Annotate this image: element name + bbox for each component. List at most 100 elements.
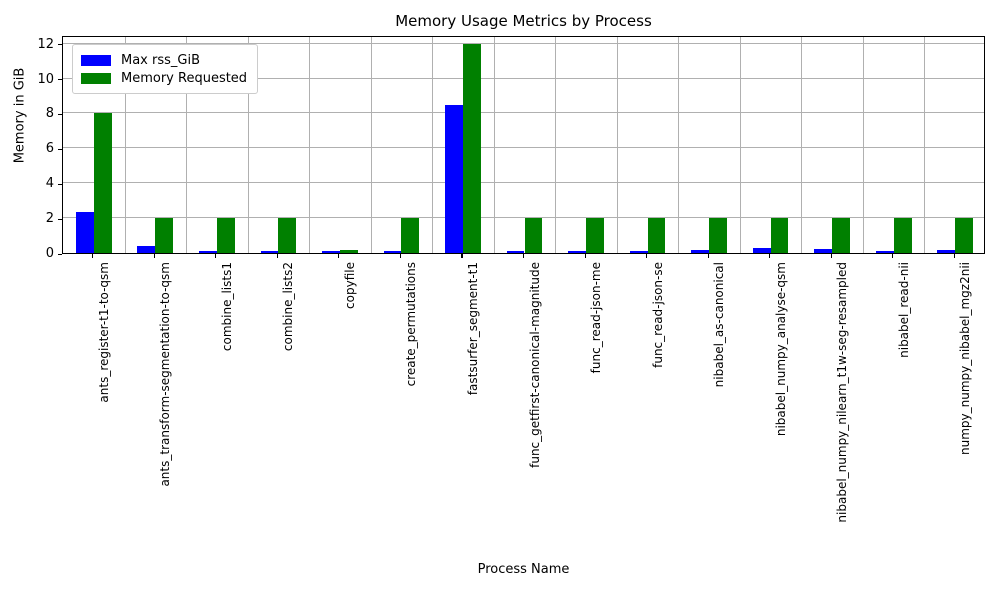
gridline-x-1 [124, 37, 126, 253]
x-tick-label-func_read-json-se: func_read-json-se [650, 262, 665, 368]
x-tick-label-copyfile: copyfile [342, 262, 357, 309]
bar-nibabel_read-nii-memory-requested [893, 218, 912, 253]
x-tick-label-nibabel_as-canonical: nibabel_as-canonical [712, 262, 727, 388]
gridline-y-8 [63, 112, 984, 114]
x-tick-label-nibabel_numpy_nilearn_t1w-seg-resampled: nibabel_numpy_nilearn_t1w-seg-resampled [835, 262, 850, 523]
gridline-x-13 [862, 37, 864, 253]
x-tick-mark-func_read-json-me [584, 254, 586, 258]
bar-nibabel_as-canonical-memory-requested [709, 218, 727, 253]
gridline-x-12 [801, 37, 803, 253]
x-tick-mark-create_permutations [399, 254, 402, 258]
gridline-y-6 [63, 147, 984, 149]
gridline-x-3 [247, 37, 249, 253]
bar-nibabel_read-nii-max-rss_gib [875, 250, 894, 253]
bar-func_read-json-me-memory-requested [586, 218, 604, 253]
y-tick-mark-4 [58, 183, 62, 185]
y-tick-mark-2 [58, 218, 62, 220]
gridline-x-9 [616, 37, 618, 253]
bar-nibabel_numpy_nilearn_t1w-seg-resampled-max-rss_gib [814, 248, 833, 253]
x-tick-mark-nibabel_read-nii [892, 254, 894, 258]
x-tick-label-func_read-json-me: func_read-json-me [589, 262, 604, 374]
bar-create_permutations-max-rss_gib [383, 250, 402, 253]
bar-ants_transform-segmentation-to-qsm-max-rss_gib [137, 245, 156, 253]
bar-func_getfirst-canonical-magnitude-memory-requested [524, 218, 543, 253]
bar-combine_lists2-max-rss_gib [260, 250, 279, 253]
gridline-x-8 [555, 37, 557, 253]
x-axis: ants_register-t1-to-qsm ants_transform-se… [62, 254, 985, 564]
gridline-x-7 [493, 37, 495, 253]
x-tick-label-ants_transform-segmentation-to-qsm: ants_transform-segmentation-to-qsm [158, 262, 173, 487]
bar-fastsurfer_segment-t1-max-rss_gib [445, 104, 463, 253]
bar-copyfile-memory-requested [339, 249, 358, 253]
gridline-x-11 [739, 37, 741, 253]
legend-swatch-icon [81, 72, 111, 84]
x-tick-mark-copyfile [338, 254, 340, 258]
gridline-y-2 [63, 217, 984, 219]
y-tick-label-6: 6 [45, 141, 54, 157]
bar-func_read-json-se-max-rss_gib [629, 250, 648, 253]
y-axis: 0 2 4 6 8 10 12 [0, 36, 1000, 260]
y-tick-mark-10 [58, 79, 62, 81]
x-tick-label-combine_lists1: combine_lists1 [219, 262, 234, 352]
bar-func_read-json-se-memory-requested [647, 218, 666, 253]
x-tick-label-numpy_numpy_nibabel_mgz2nii: numpy_numpy_nibabel_mgz2nii [958, 262, 973, 455]
y-tick-label-12: 12 [37, 36, 54, 52]
x-tick-mark-func_getfirst-canonical-magnitude [523, 254, 525, 258]
legend-item-1[interactable]: Memory Requested [81, 69, 247, 87]
bar-combine_lists1-memory-requested [216, 218, 235, 253]
y-tick-label-0: 0 [45, 246, 54, 261]
bar-nibabel_numpy_nilearn_t1w-seg-resampled-memory-requested [832, 218, 850, 253]
y-tick-label-4: 4 [45, 176, 54, 192]
gridline-x-14 [924, 37, 926, 253]
x-tick-label-nibabel_read-nii: nibabel_read-nii [896, 262, 911, 358]
bar-fastsurfer_segment-t1-memory-requested [462, 43, 481, 253]
bar-ants_transform-segmentation-to-qsm-memory-requested [155, 218, 174, 253]
gridline-x-6 [432, 37, 434, 253]
x-tick-mark-func_read-json-se [646, 254, 648, 258]
x-tick-mark-numpy_numpy_nibabel_mgz2nii [953, 254, 955, 258]
y-tick-label-8: 8 [45, 106, 54, 122]
x-tick-label-fastsurfer_segment-t1: fastsurfer_segment-t1 [465, 262, 480, 396]
x-tick-label-create_permutations: create_permutations [404, 262, 419, 387]
legend-item-label: Max rss_GiB [121, 52, 201, 68]
bar-func_read-json-me-max-rss_gib [568, 250, 587, 253]
x-tick-label-ants_register-t1-to-qsm: ants_register-t1-to-qsm [96, 262, 111, 403]
bar-nibabel_numpy_analyse-qsm-max-rss_gib [752, 247, 771, 253]
bar-ants_register-t1-to-qsm-max-rss_gib [75, 212, 94, 253]
x-tick-mark-nibabel_numpy_analyse-qsm [769, 254, 771, 258]
chart-title: Memory Usage Metrics by Process [395, 12, 652, 30]
x-axis-label: Process Name [477, 562, 570, 577]
bar-nibabel_as-canonical-max-rss_gib [691, 249, 710, 253]
bar-ants_register-t1-to-qsm-memory-requested [93, 113, 112, 253]
y-tick-label-10: 10 [37, 71, 54, 87]
bar-combine_lists2-memory-requested [278, 218, 297, 253]
gridline-y-10 [63, 77, 984, 79]
x-tick-mark-nibabel_as-canonical [707, 254, 709, 258]
x-tick-mark-ants_transform-segmentation-to-qsm [153, 254, 155, 258]
bar-combine_lists1-max-rss_gib [198, 250, 217, 253]
legend-item-label: Memory Requested [121, 70, 248, 86]
legend-swatch-icon [81, 54, 111, 66]
bar-nibabel_numpy_analyse-qsm-memory-requested [770, 218, 789, 253]
gridline-x-5 [370, 37, 372, 253]
y-tick-mark-12 [58, 44, 62, 46]
y-tick-mark-6 [58, 148, 62, 150]
bar-func_getfirst-canonical-magnitude-max-rss_gib [506, 250, 525, 253]
bar-numpy_numpy_nibabel_mgz2nii-memory-requested [955, 218, 974, 253]
x-tick-mark-combine_lists1 [215, 254, 217, 258]
bars-layer [63, 37, 984, 253]
y-axis-label: Memory in GiB [12, 67, 28, 164]
bar-copyfile-max-rss_gib [322, 250, 340, 253]
x-tick-label-func_getfirst-canonical-magnitude: func_getfirst-canonical-magnitude [527, 262, 542, 468]
x-tick-mark-nibabel_numpy_nilearn_t1w-seg-resampled [830, 254, 832, 258]
gridline-x-10 [678, 37, 680, 253]
gridline-y-4 [63, 182, 984, 184]
bar-numpy_numpy_nibabel_mgz2nii-max-rss_gib [937, 250, 956, 253]
x-tick-mark-ants_register-t1-to-qsm [92, 254, 94, 258]
gridline-y-12 [63, 42, 984, 44]
y-tick-label-2: 2 [45, 211, 54, 227]
legend-item-0[interactable]: Max rss_GiB [81, 51, 247, 69]
x-tick-label-combine_lists2: combine_lists2 [281, 262, 296, 352]
x-tick-mark-combine_lists2 [276, 254, 278, 258]
